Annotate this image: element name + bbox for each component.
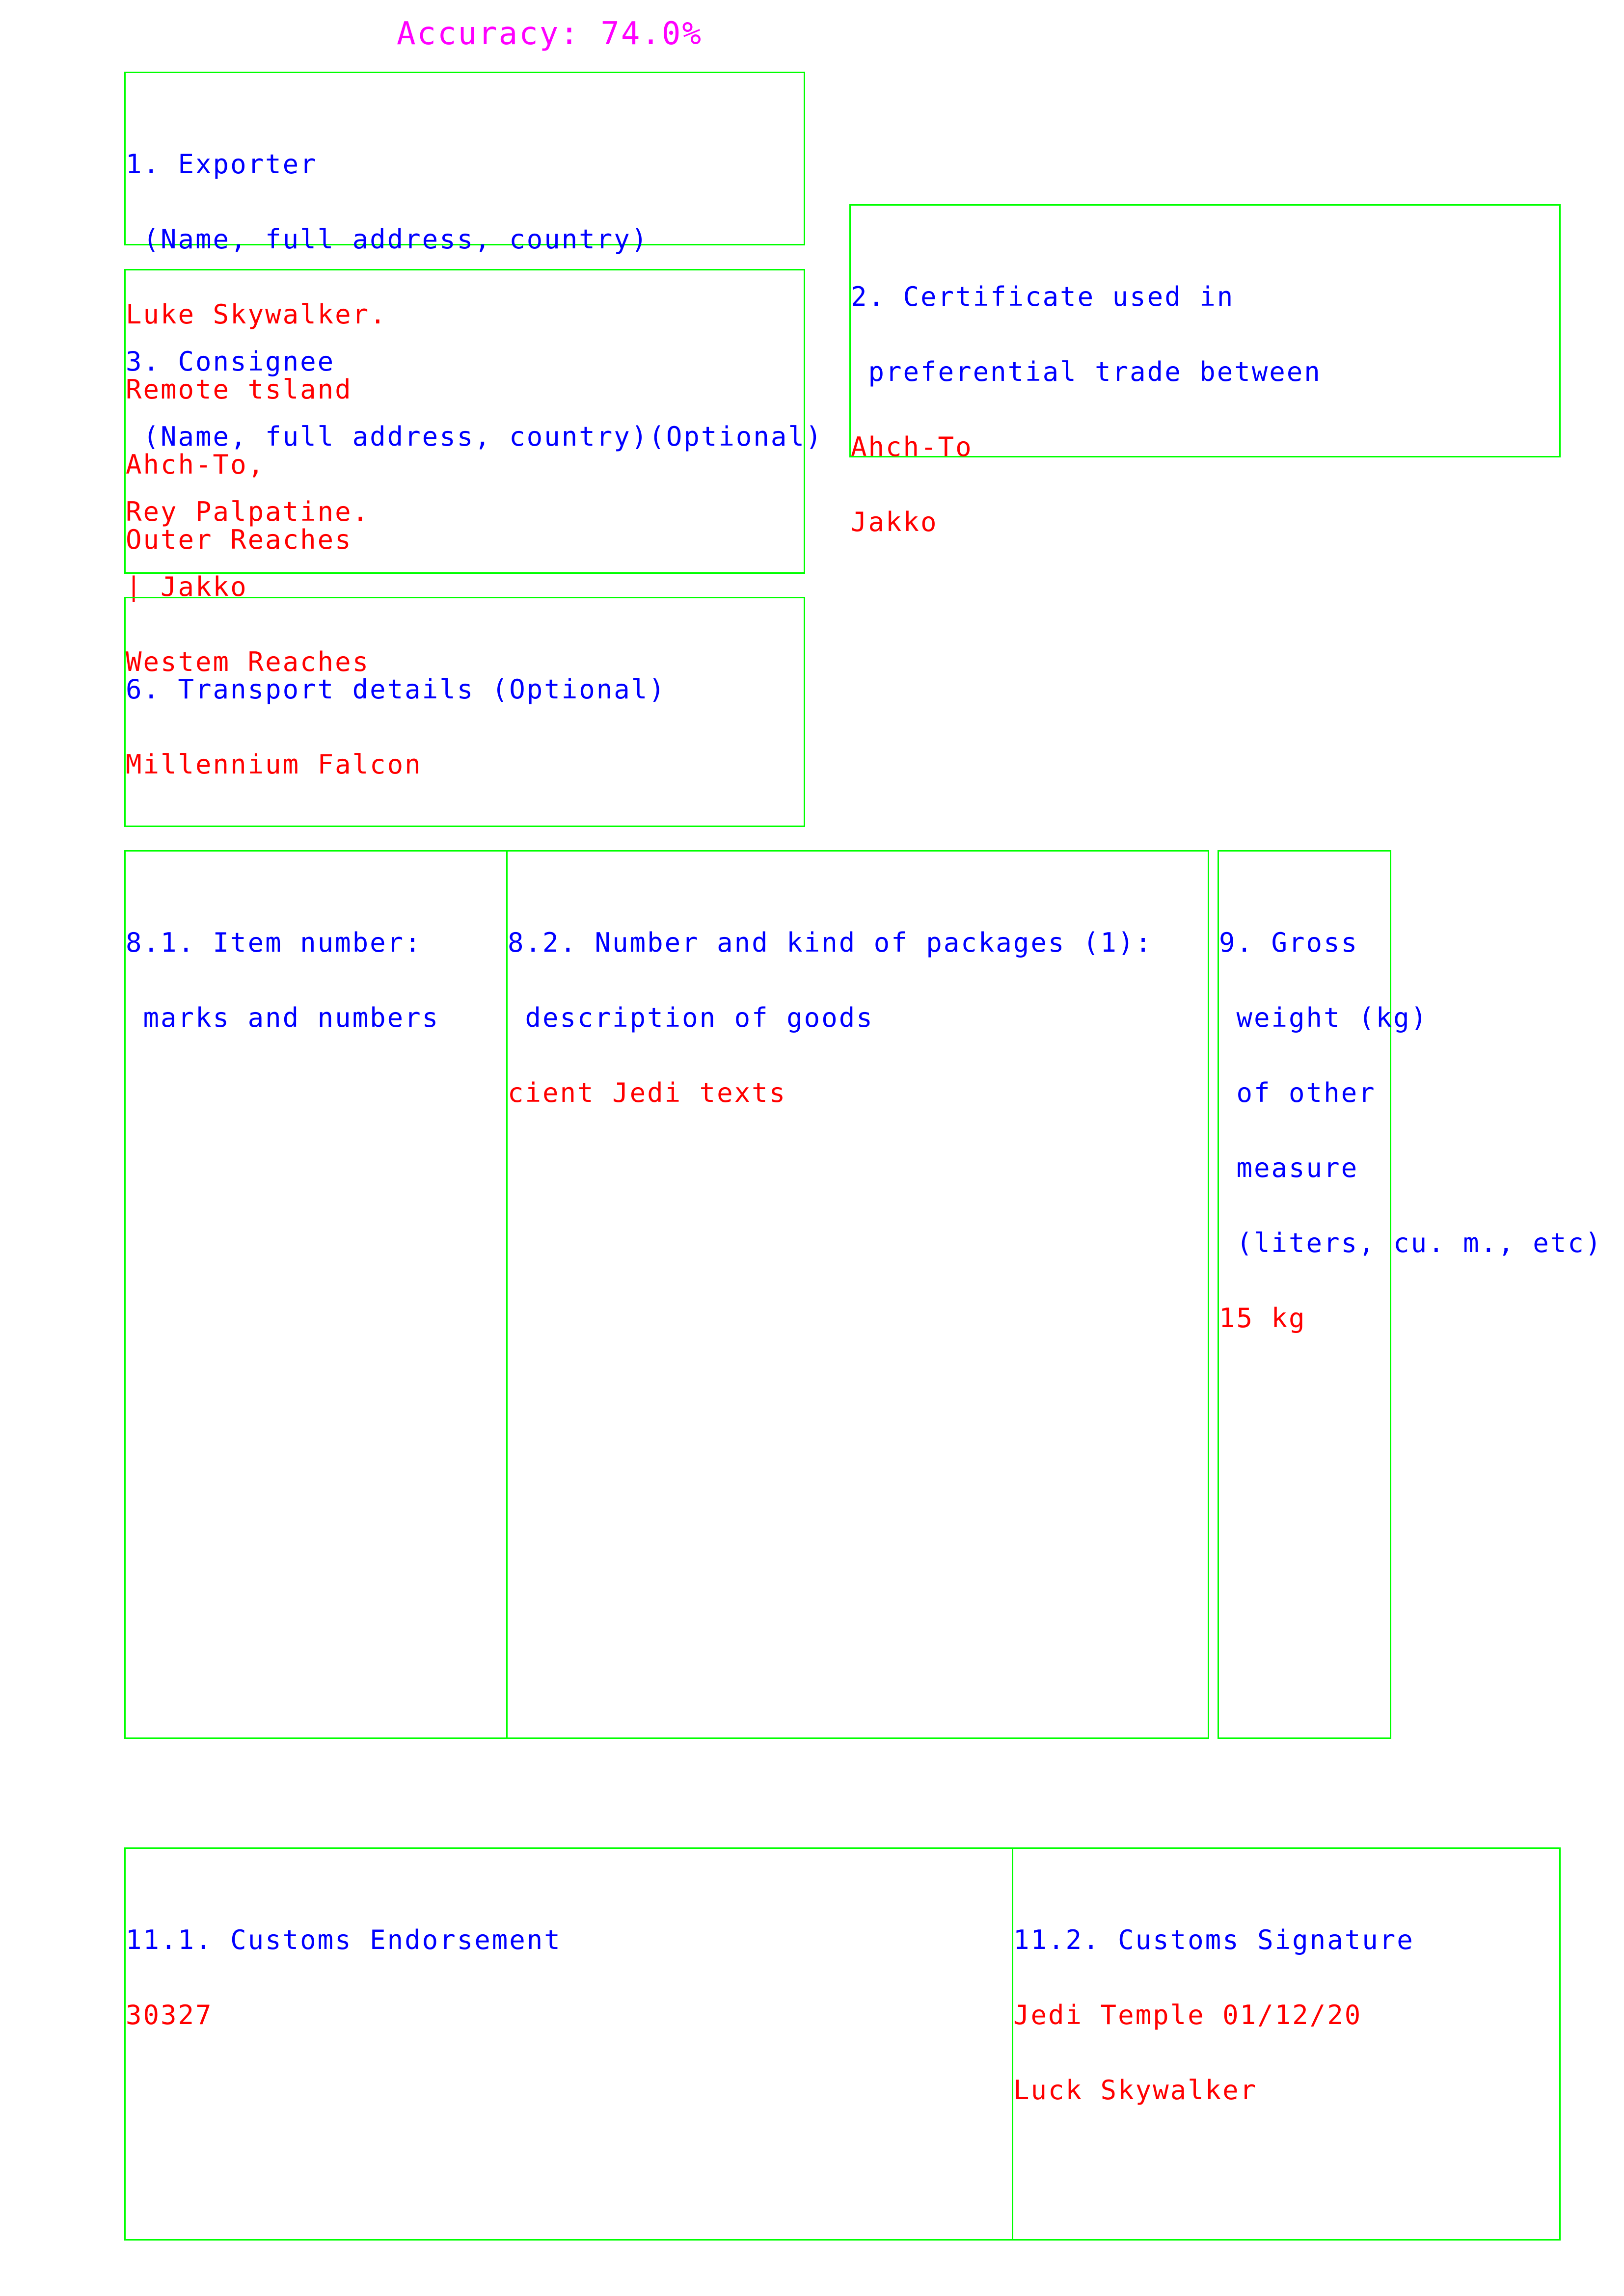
certificate-label-line-1: 2. Certificate used in — [851, 281, 1235, 312]
certificate-field: 2. Certificate used in preferential trad… — [849, 204, 1561, 535]
certificate-value-line-1: Ahch-To — [851, 431, 973, 462]
consignee-label-line-1: 3. Consignee — [126, 346, 335, 377]
customs-signature-value-line-1: Jedi Temple 01/12/20 — [1013, 2000, 1362, 2030]
gross-weight-label-line-4: measure — [1219, 1152, 1359, 1183]
gross-weight-label-line-3: of other — [1219, 1077, 1376, 1108]
gross-weight-label-line-1: 9. Gross — [1219, 927, 1359, 958]
exporter-value-line-1: Luke Skywalker. — [126, 299, 387, 330]
packages-field: 8.2. Number and kind of packages (1): de… — [506, 850, 1209, 1739]
consignee-label-line-2: (Name, full address, country)(Optional) — [126, 421, 823, 452]
accuracy-score: Accuracy: 74.0% — [397, 16, 703, 52]
transport-field: 6. Transport details (Optional) Millenni… — [124, 597, 805, 827]
exporter-label-line-1: 1. Exporter — [126, 149, 318, 180]
gross-weight-label-line-5: (liters, cu. m., etc) — [1219, 1228, 1603, 1258]
consignee-value-line-1: Rey Palpatine. — [126, 496, 370, 527]
customs-endorsement-label-line-1: 11.1. Customs Endorsement — [126, 1924, 562, 1955]
certificate-label-line-2: preferential trade between — [851, 356, 1322, 387]
item-number-label-line-2: marks and numbers — [126, 1002, 440, 1033]
gross-weight-field: 9. Gross weight (kg) of other measure (l… — [1218, 850, 1601, 1739]
exporter-value-line-3: Ahch-To, — [126, 449, 266, 480]
certificate-value-line-2: Jakko — [851, 507, 938, 537]
exporter-value-line-2: Remote tsland — [126, 374, 352, 405]
customs-endorsement-field: 11.1. Customs Endorsement 30327 — [124, 1847, 1013, 2241]
exporter-label-line-2: (Name, full address, country) — [126, 224, 649, 255]
transport-label-line-1: 6. Transport details (Optional) — [126, 674, 666, 705]
item-number-field: 8.1. Item number: marks and numbers — [124, 850, 508, 1739]
exporter-value-line-4: Outer Reaches — [126, 524, 352, 555]
exporter-field: 1. Exporter (Name, full address, country… — [124, 72, 805, 553]
consignee-field: 3. Consignee (Name, full address, countr… — [124, 269, 821, 675]
customs-signature-label-line-1: 11.2. Customs Signature — [1013, 1924, 1414, 1955]
item-number-label-line-1: 8.1. Item number: — [126, 927, 422, 958]
packages-label-line-2: description of goods — [508, 1002, 874, 1033]
consignee-value-line-2: | Jakko — [126, 571, 248, 602]
consignee-value-line-3: Westem Reaches — [126, 646, 370, 677]
customs-endorsement-value-line-1: 30327 — [126, 2000, 213, 2030]
packages-value-line-1: cient Jedi texts — [508, 1077, 787, 1108]
gross-weight-label-line-2: weight (kg) — [1219, 1002, 1429, 1033]
packages-label-line-1: 8.2. Number and kind of packages (1): — [508, 927, 1153, 958]
customs-signature-value-line-2: Luck Skywalker — [1013, 2075, 1258, 2106]
gross-weight-value-line-1: 15 kg — [1219, 1303, 1306, 1334]
transport-value-line-1: Millennium Falcon — [126, 749, 422, 780]
customs-signature-field: 11.2. Customs Signature Jedi Temple 01/1… — [1012, 1847, 1561, 2241]
